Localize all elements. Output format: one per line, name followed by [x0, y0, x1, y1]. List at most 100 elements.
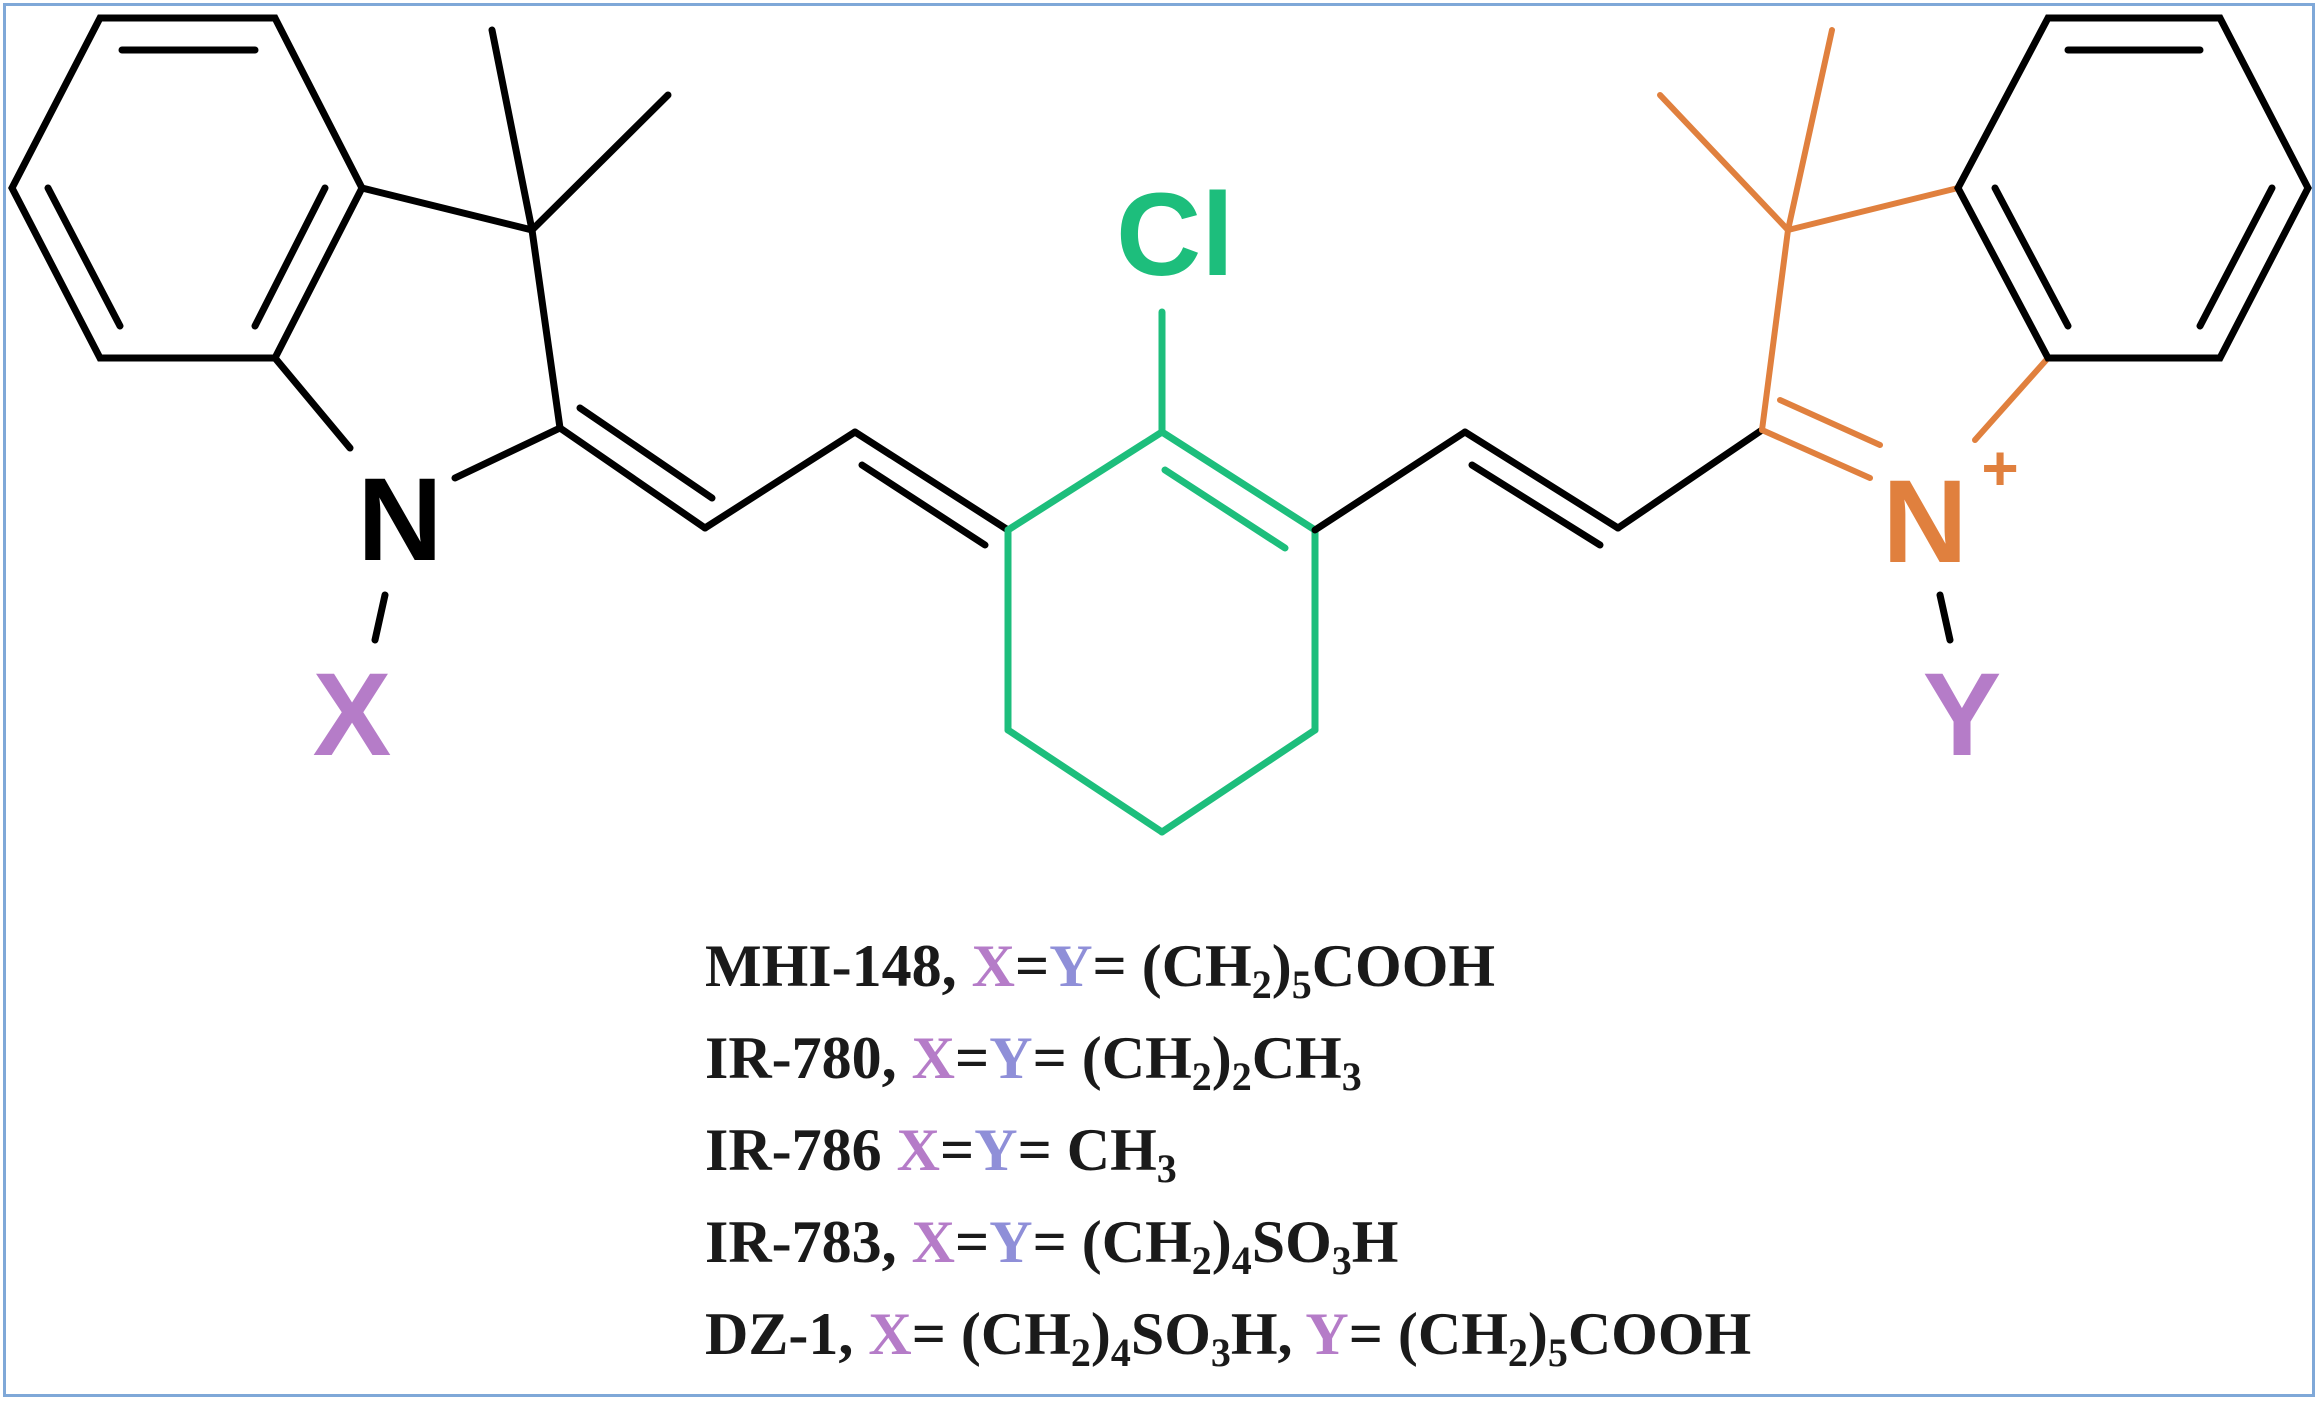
chlorine-label: Cl	[1116, 169, 1234, 301]
x-symbol: X	[896, 1117, 941, 1183]
left-substituent-label: X	[313, 649, 392, 781]
compound-name: DZ-1,	[705, 1301, 869, 1367]
chain-bond-3	[851, 428, 1012, 534]
left-benzene-ring	[8, 14, 366, 362]
formula-part-3: 2	[1231, 1054, 1252, 1099]
chain-bond-4	[1311, 428, 1469, 534]
right-methyl-1	[1657, 92, 1791, 233]
x-symbol: X	[868, 1301, 912, 1367]
right-indolium-ring	[1657, 27, 2051, 481]
left-indolenine	[8, 14, 1012, 644]
formula-part-3: 4	[1231, 1238, 1252, 1283]
legend-line-ir-783: IR-783, X=Y= (CH2)4SO3H	[705, 1196, 1751, 1288]
left-methyl-1	[488, 26, 536, 234]
ring-bond-d	[1158, 726, 1319, 836]
compound-name: MHI-148,	[705, 933, 972, 999]
left-nitrogen-label: N	[357, 454, 442, 586]
legend-line-mhi-148: MHI-148, X=Y= (CH2)5COOH	[705, 920, 1751, 1012]
formula-part-0: = CH	[1017, 1117, 1157, 1183]
right-benzene-double-2	[2196, 184, 2276, 330]
formula-part-3: 5	[1291, 962, 1312, 1007]
figure-border	[3, 3, 2315, 1397]
ring-bond-b	[1158, 428, 1319, 534]
formula-part-0: = (CH	[1032, 1025, 1192, 1091]
x-symbol: X	[911, 1209, 956, 1275]
right-methyl-2	[1785, 27, 1835, 233]
formula-part-3: 5	[1547, 1330, 1568, 1375]
equals-sign: =	[955, 1025, 990, 1091]
chain-bond-2	[701, 428, 859, 532]
x-formula-part-6: H,	[1230, 1301, 1306, 1367]
left-c3-c2-bond	[528, 226, 564, 432]
right-c2-n-double	[1777, 397, 1883, 448]
formula-part-6: H	[1351, 1209, 1399, 1275]
ring-bond-b-double	[1161, 466, 1289, 552]
left-benzene-double-3	[251, 184, 329, 330]
formula-part-2: )	[1211, 1209, 1232, 1275]
right-c7a-n-bond	[1972, 355, 2051, 443]
right-benzene-ring	[1954, 14, 2312, 362]
formula-part-4: SO	[1251, 1209, 1332, 1275]
left-methyl-2	[528, 91, 672, 234]
chain-bond-1-double	[576, 404, 716, 502]
right-nitrogen-label: N	[1882, 456, 1967, 588]
formula-part-2: )	[1211, 1025, 1232, 1091]
equals-sign: =	[1014, 933, 1050, 999]
formula-part-1: 2	[1191, 1054, 1212, 1099]
x-formula-part-5: 3	[1210, 1330, 1231, 1375]
chain-bond-3-double	[858, 461, 989, 549]
ring-bond-e	[1004, 726, 1166, 836]
left-c3a-c3-bond	[358, 184, 536, 234]
x-symbol: X	[971, 933, 1015, 999]
left-benzene-double-2	[44, 184, 124, 330]
ring-bond-a	[1004, 428, 1166, 534]
compound-name: IR-783,	[705, 1209, 912, 1275]
formula-part-4: COOH	[1311, 933, 1496, 999]
legend-line-ir-780: IR-780, X=Y= (CH2)2CH3	[705, 1012, 1751, 1104]
formula-part-5: 3	[1341, 1054, 1362, 1099]
x-formula-part-0: = (CH	[911, 1301, 1071, 1367]
left-n-x-bond	[371, 591, 389, 644]
right-c2-n-bond	[1759, 427, 1873, 481]
x-formula-part-2: )	[1090, 1301, 1111, 1367]
y-symbol: Y	[989, 1025, 1033, 1091]
chain-bond-6	[1614, 426, 1766, 532]
formula-part-1: 2	[1251, 962, 1272, 1007]
legend-line-dz-1: DZ-1, X= (CH2)4SO3H, Y= (CH2)5COOH	[705, 1288, 1751, 1380]
chain-bond-5-double	[1468, 461, 1604, 549]
formula-part-1: 2	[1191, 1238, 1212, 1283]
formula-part-2: )	[1527, 1301, 1548, 1367]
compound-name: IR-780,	[705, 1025, 912, 1091]
right-benzene-double-3	[1991, 184, 2072, 330]
y-symbol: Y	[989, 1209, 1033, 1275]
formula-part-2: )	[1271, 933, 1292, 999]
y-symbol: Y	[1049, 933, 1093, 999]
left-n-c2-bond	[451, 424, 564, 482]
equals-sign: =	[955, 1209, 990, 1275]
equals-sign: =	[940, 1117, 975, 1183]
formula-part-4: COOH	[1567, 1301, 1752, 1367]
x-formula-part-1: 2	[1070, 1330, 1091, 1375]
formula-part-1: 2	[1507, 1330, 1528, 1375]
legend-line-ir-786: IR-786 X=Y= CH3	[705, 1104, 1751, 1196]
y-symbol: Y	[974, 1117, 1018, 1183]
formula-part-4: CH	[1251, 1025, 1342, 1091]
formula-part-1: 3	[1156, 1146, 1177, 1191]
x-symbol: X	[911, 1025, 956, 1091]
left-c7a-n-bond	[271, 354, 354, 452]
right-charge-label: +	[1981, 432, 2018, 504]
formula-part-0: = (CH	[1032, 1209, 1192, 1275]
right-n-y-bond	[1936, 591, 1954, 644]
right-substituent-label: Y	[1923, 649, 2002, 781]
right-chain	[1311, 426, 1766, 549]
right-benzene	[1936, 14, 2312, 644]
chain-bond-1	[556, 424, 709, 532]
x-formula-part-3: 4	[1110, 1330, 1131, 1375]
formula-part-0: = (CH	[1092, 933, 1252, 999]
right-c2-c3-bond	[1759, 227, 1791, 433]
compound-name: IR-786	[705, 1117, 897, 1183]
right-c3-c3a-bond	[1785, 185, 1961, 233]
